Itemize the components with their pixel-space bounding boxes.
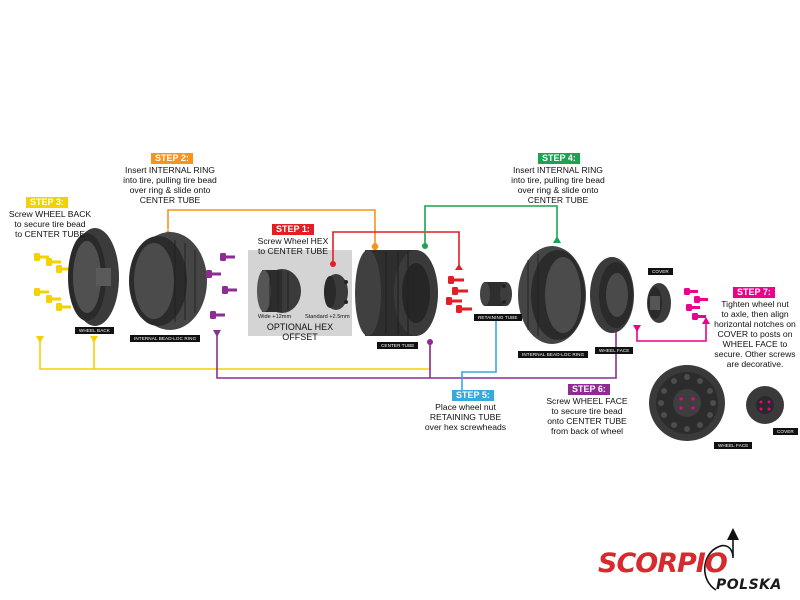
wheel-face-front-tag: WHEEL FACE [714, 442, 753, 449]
wheel-back-screws-icon [34, 253, 71, 311]
step7-arrow-icon [633, 325, 641, 332]
retaining-tube-tag: RETAINING TUBE [474, 314, 522, 321]
brand-name: SCORPIO [598, 548, 728, 579]
step6-arrow-icon [213, 330, 221, 337]
connector-lines [39, 205, 707, 390]
step6-badge: STEP 6: [568, 384, 610, 395]
step4-dot-icon [422, 243, 428, 249]
cover-screws-icon [684, 288, 708, 320]
step1-dot-icon [330, 261, 336, 267]
step7-badge: STEP 7: [733, 287, 775, 298]
center-tube-part [355, 250, 438, 336]
step7-arrow2-icon [702, 317, 710, 324]
hex-offset-title: OPTIONAL HEX OFFSET [266, 322, 334, 342]
step5-connector [461, 318, 497, 390]
hex-standard-label: Standard +2.5mm [305, 314, 350, 320]
bead-ring-right-tag: INTERNAL BEAD-LOC RING [518, 351, 589, 358]
step5-badge: STEP 5: [452, 390, 494, 401]
step7-connector [636, 320, 707, 342]
step3-arrow-icon [36, 336, 44, 343]
hex-screws-icon [446, 276, 472, 313]
retaining-tube-part [480, 282, 512, 306]
bead-loc-ring-right-part [518, 246, 586, 344]
bead-loc-ring-left-part [129, 232, 207, 330]
step3-arrow2-icon [90, 336, 98, 343]
step1-connector [332, 231, 460, 268]
wheel-face-tag: WHEEL FACE [595, 347, 634, 354]
cover-part [647, 283, 671, 323]
hex-standard-part [324, 274, 348, 310]
cover-front-view [746, 386, 784, 424]
center-tube-tag: CENTER TUBE [377, 342, 419, 349]
step1-arrow-icon [455, 264, 463, 270]
hex-wide-part [257, 269, 301, 313]
scorpio-logo-mark [703, 528, 739, 591]
step4-connector [424, 205, 558, 245]
hex-wide-label: Wide +12mm [258, 314, 292, 320]
step2-dot-icon [372, 243, 378, 249]
wheel-face-screws-icon [206, 253, 237, 319]
brand-country: POLSKA [716, 577, 782, 593]
step2-connector [167, 209, 376, 246]
bead-ring-left-tag: INTERNAL BEAD-LOC RING [130, 335, 201, 342]
step2-badge: STEP 2: [151, 153, 193, 164]
step6-connector [216, 330, 617, 379]
wheel-back-part [68, 228, 119, 326]
step4-badge: STEP 4: [538, 153, 580, 164]
cover-tag: COVER [648, 268, 673, 275]
step1-badge: STEP 1: [272, 224, 314, 235]
step3-connector [39, 336, 431, 370]
cover-front-tag: COVER [773, 428, 798, 435]
step3-badge: STEP 3: [26, 197, 68, 208]
step3-dot-icon [427, 339, 433, 345]
step4-arrow-icon [553, 236, 561, 243]
wheel-face-part [590, 257, 634, 333]
wheel-face-front-view [649, 365, 725, 441]
wheel-back-tag: WHEEL BACK [75, 327, 114, 334]
